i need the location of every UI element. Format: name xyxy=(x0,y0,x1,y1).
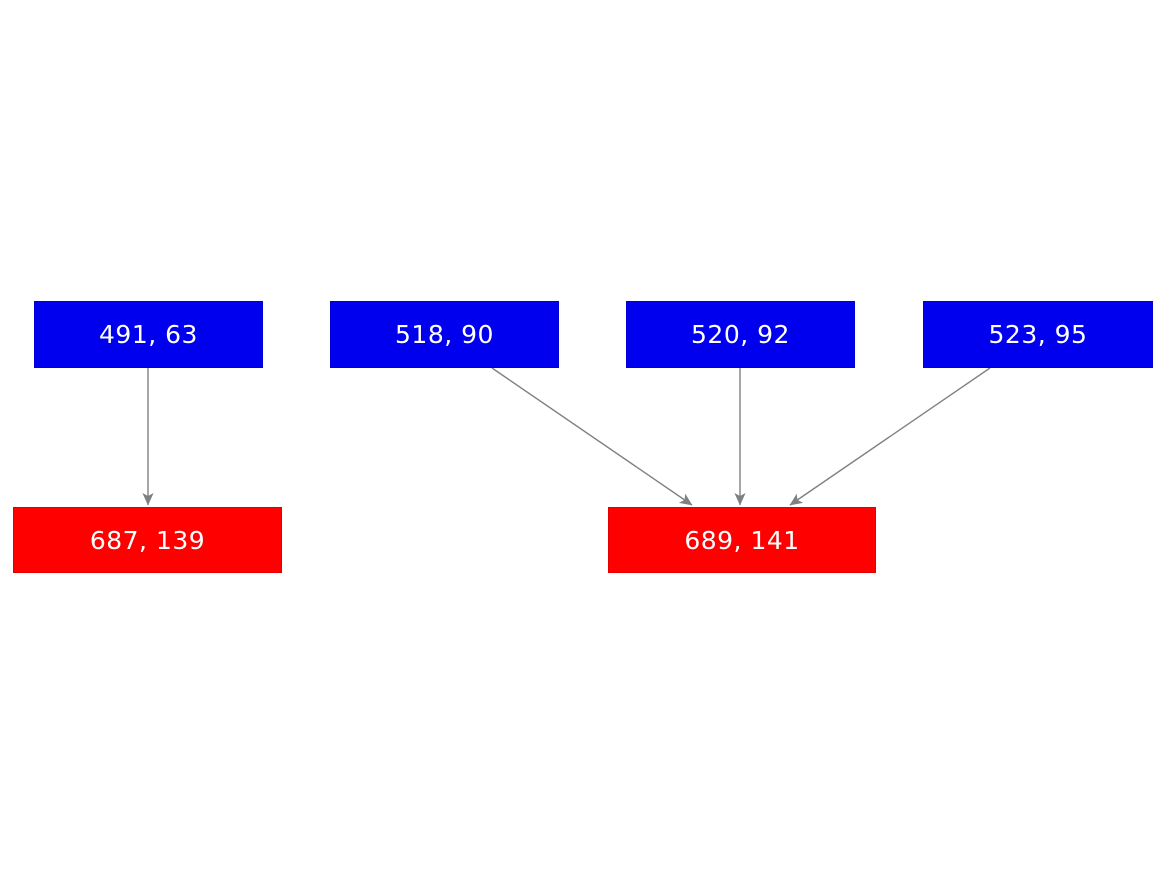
graph-node-label: 518, 90 xyxy=(395,320,494,349)
graph-node-source-3[interactable]: 520, 92 xyxy=(626,301,855,368)
graph-node-label: 687, 139 xyxy=(89,525,206,555)
graph-node-source-4[interactable]: 523, 95 xyxy=(923,301,1153,368)
graph-node-source-1[interactable]: 491, 63 xyxy=(34,301,263,368)
graph-node-target-1[interactable]: 687, 139 xyxy=(13,507,282,573)
graph-node-label: 520, 92 xyxy=(691,320,790,349)
graph-node-label: 491, 63 xyxy=(99,320,198,349)
graph-edge xyxy=(789,367,991,506)
graph-node-target-2[interactable]: 689, 141 xyxy=(608,507,876,573)
graph-node-source-2[interactable]: 518, 90 xyxy=(330,301,559,368)
graph-edge xyxy=(491,367,693,506)
graph-node-label: 689, 141 xyxy=(684,525,800,555)
graph-node-label: 523, 95 xyxy=(988,320,1088,349)
edges-group xyxy=(142,367,991,506)
